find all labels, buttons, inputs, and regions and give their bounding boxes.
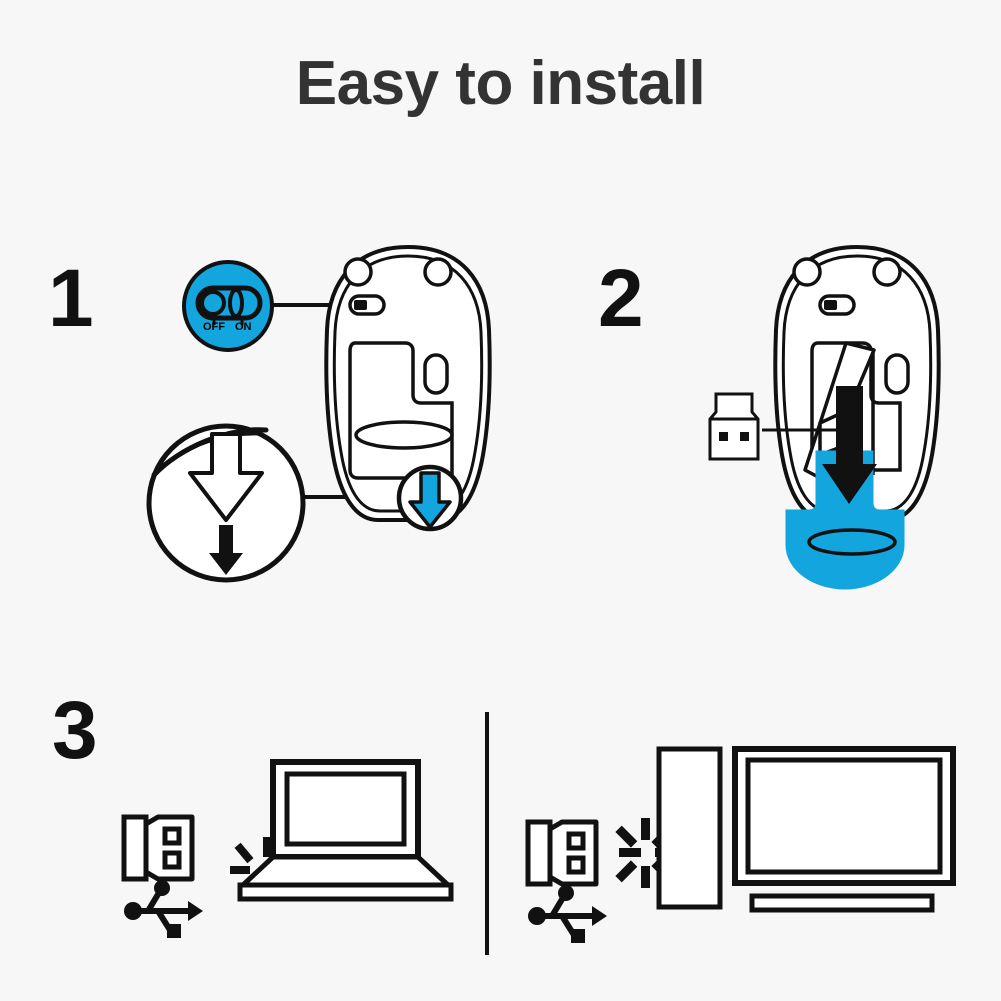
monitor-stand-icon [749, 893, 935, 913]
usb-dongle-contact-top [566, 831, 586, 851]
magnifier-circle-icon [146, 423, 306, 583]
down-arrow-solid-icon [822, 386, 877, 504]
usb-dongle-contact-left [719, 432, 728, 441]
mouse-foot-right-icon [872, 257, 902, 287]
mouse-grip-oval [354, 420, 454, 450]
blue-down-arrow-icon [408, 471, 452, 529]
mouse-rim-line [781, 254, 933, 513]
monitor-screen [745, 757, 943, 875]
battery-cover-open-icon [803, 341, 876, 480]
pc-tower-icon [656, 746, 723, 910]
switch-callout-circle[interactable] [182, 260, 274, 352]
usb-dongle-icon[interactable] [143, 814, 195, 882]
mouse-rim-line [332, 254, 484, 513]
toggle-switch-off-knob [200, 290, 226, 316]
battery-cover-removed-icon [785, 450, 905, 590]
magnifier-mouse-edge [151, 427, 269, 478]
step2-illustration [708, 244, 941, 590]
usb-dongle-contact-right [740, 432, 749, 441]
usb-dongle-contact-bottom [566, 855, 586, 875]
mouse-bottom-icon [324, 244, 492, 522]
step-number-2: 2 [598, 253, 644, 344]
mouse-foot-right-icon [423, 257, 453, 287]
usb-dongle-cap [525, 819, 553, 887]
step-number-1: 1 [48, 253, 94, 344]
mouse-foot-left-icon [343, 257, 373, 287]
mouse-grip-oval [807, 528, 897, 556]
step-number-3: 3 [52, 685, 98, 776]
laptop-base-icon [240, 854, 451, 888]
signal-marks-icon [230, 837, 271, 874]
battery-cover-tab-icon [818, 409, 848, 457]
blue-arrow-circle[interactable] [396, 464, 464, 532]
down-arrow-outline-icon [188, 432, 264, 522]
magnifier-mouse-edge-2 [158, 432, 261, 472]
usb-trident-icon [528, 885, 607, 943]
mouse-foot-left-icon [792, 257, 822, 287]
laptop-foot-bar [237, 882, 454, 902]
toggle-switch-on-knob [228, 288, 244, 318]
battery-cover-outline [810, 341, 902, 472]
battery-cover-outline [348, 341, 454, 480]
toggle-switch-icon[interactable] [195, 285, 263, 321]
power-switch-icon[interactable] [348, 294, 386, 316]
usb-dongle-contact-top [162, 826, 182, 846]
laptop-screen-outer [270, 759, 421, 860]
mouse-sensor-icon [884, 353, 910, 395]
power-switch-knob[interactable] [824, 300, 837, 310]
power-switch-knob[interactable] [354, 300, 367, 310]
usb-dongle-contact-bottom [162, 850, 182, 870]
mouse-sensor-icon [423, 353, 449, 395]
down-arrow-solid-icon [209, 525, 243, 575]
signal-burst-icon [615, 818, 677, 888]
step3-illustration [121, 712, 956, 955]
switch-on-label: ON [235, 321, 252, 333]
usb-dongle-cap [121, 814, 149, 882]
monitor-icon [732, 746, 956, 886]
page-title: Easy to install [295, 49, 706, 118]
usb-dongle-icon[interactable] [547, 819, 599, 887]
step1-illustration [146, 244, 492, 583]
usb-dongle-icon[interactable] [708, 392, 760, 461]
usb-trident-icon [124, 880, 203, 938]
switch-off-label: OFF [203, 321, 225, 333]
laptop-screen-inner [284, 771, 407, 847]
power-switch-icon[interactable] [818, 294, 856, 316]
mouse-bottom-icon [773, 244, 941, 522]
